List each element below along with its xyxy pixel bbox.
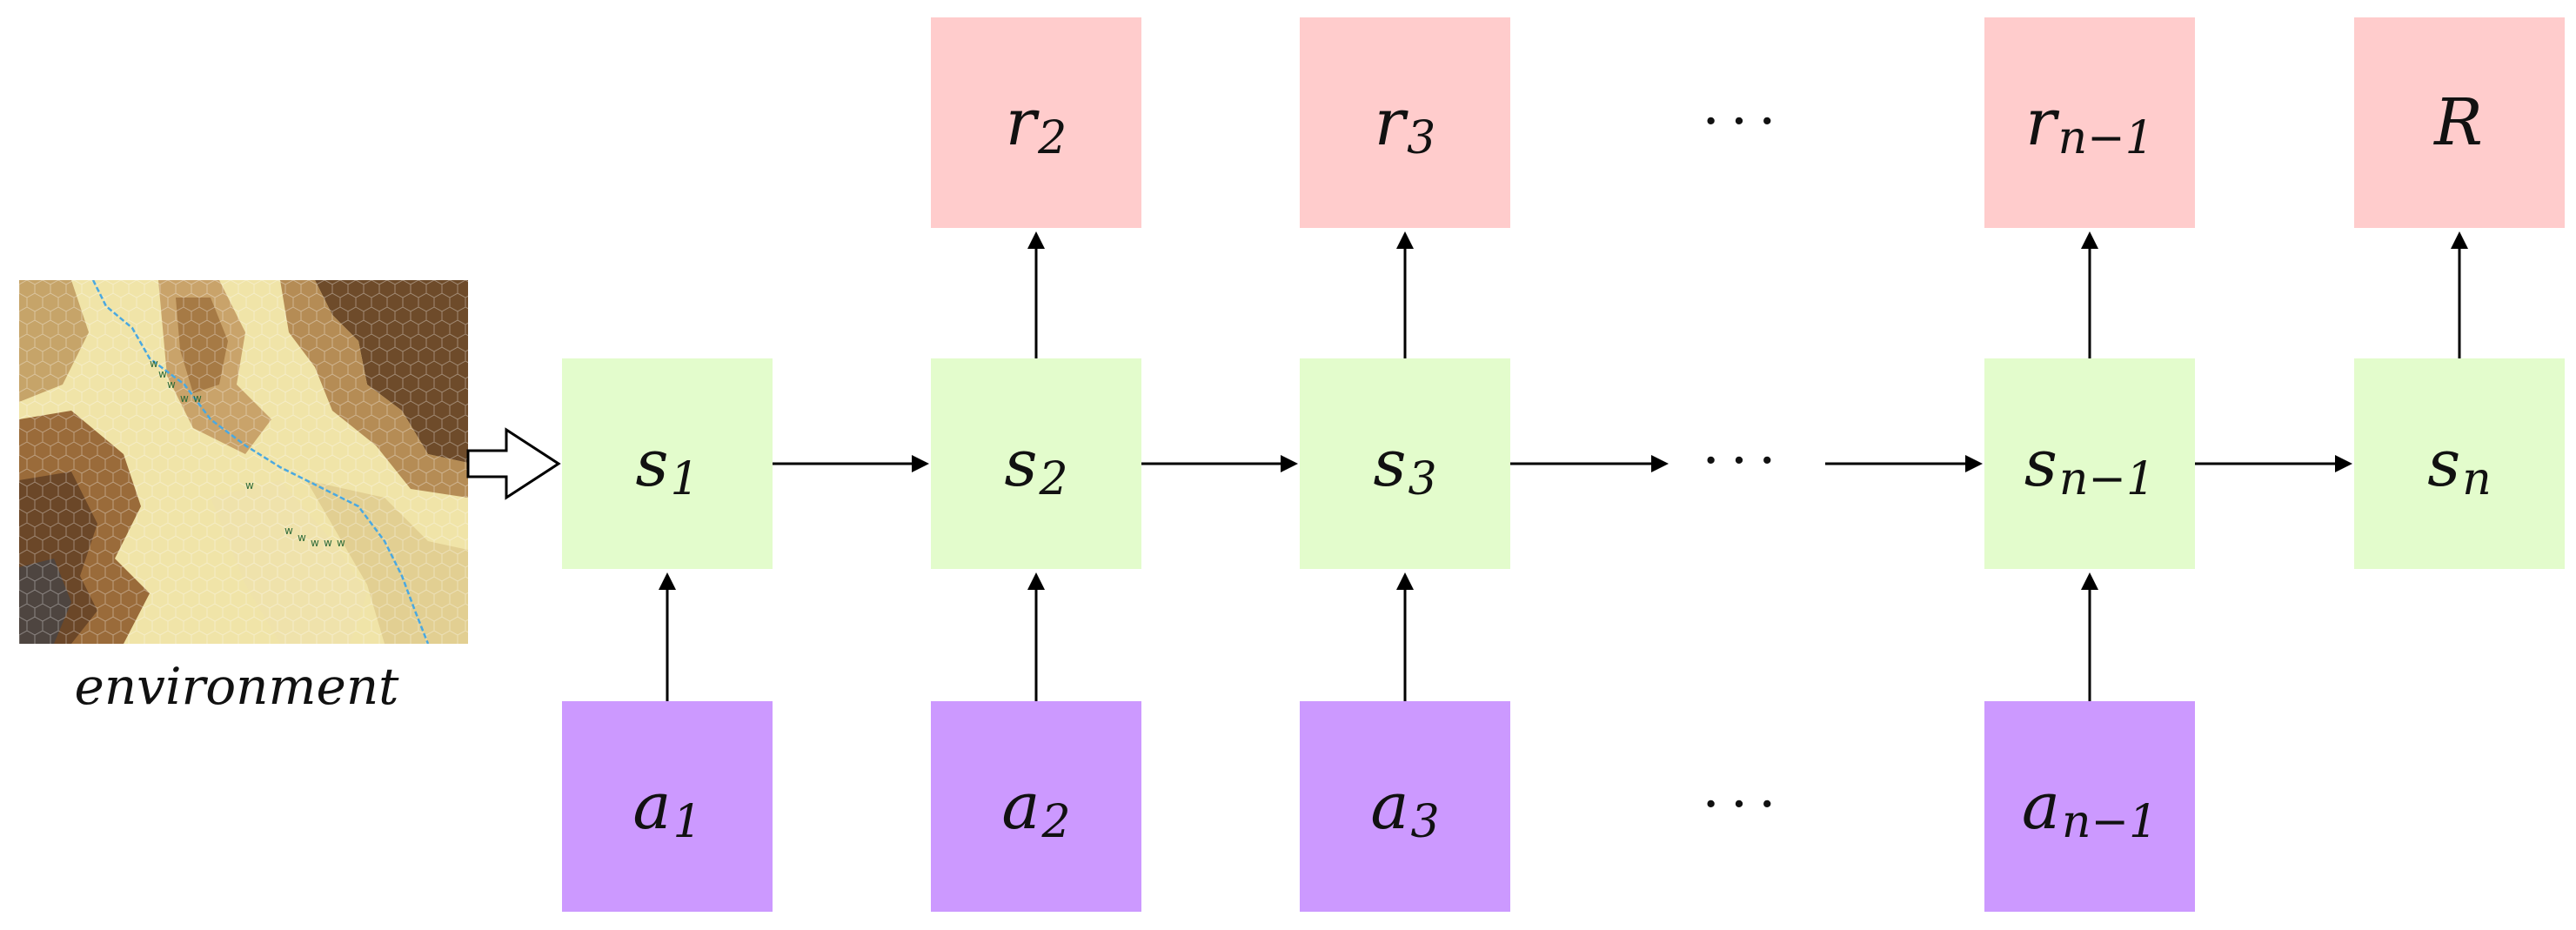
state-node-label: s bbox=[2024, 426, 2057, 501]
action-node-label: a bbox=[632, 769, 672, 844]
svg-text:ᴡ: ᴡ bbox=[150, 358, 158, 370]
action-to-state-arrow bbox=[2081, 572, 2098, 701]
transition-arrow bbox=[2195, 455, 2352, 472]
environment-input-arrow bbox=[466, 427, 561, 500]
state-to-reward-arrow bbox=[1396, 231, 1414, 358]
reward-node-R: R bbox=[2354, 17, 2565, 228]
svg-text:ᴡ: ᴡ bbox=[311, 537, 319, 549]
state-to-reward-arrow bbox=[2451, 231, 2468, 358]
action-node-label: a bbox=[2021, 769, 2060, 844]
transition-arrow bbox=[1510, 455, 1669, 472]
action-to-state-arrow bbox=[1396, 572, 1414, 701]
action-node-label: a bbox=[1370, 769, 1409, 844]
reward-node-label: r bbox=[1374, 85, 1406, 160]
svg-text:ᴡ: ᴡ bbox=[324, 537, 332, 549]
state-node-label: s bbox=[1004, 426, 1038, 501]
reward-node-label: r bbox=[1005, 85, 1037, 160]
state-to-reward-arrow bbox=[1027, 231, 1045, 358]
svg-text:ᴡ: ᴡ bbox=[158, 368, 167, 380]
svg-text:ᴡ: ᴡ bbox=[298, 532, 306, 544]
transition-arrow bbox=[1825, 455, 1983, 472]
svg-text:ᴡ: ᴡ bbox=[167, 378, 176, 391]
action-to-state-arrow bbox=[1027, 572, 1045, 701]
environment-label: environment bbox=[74, 657, 399, 716]
transition-arrow bbox=[773, 455, 929, 472]
state-node-label: s bbox=[1373, 426, 1407, 501]
ellipsis-rewards: ··· bbox=[1702, 90, 1787, 154]
svg-text:ᴡ: ᴡ bbox=[245, 479, 254, 492]
svg-text:ᴡ: ᴡ bbox=[180, 392, 189, 405]
action-node-label: a bbox=[1001, 769, 1040, 844]
state-to-reward-arrow bbox=[2081, 231, 2098, 358]
svg-text:ᴡ: ᴡ bbox=[193, 392, 202, 405]
reward-node-label: r bbox=[2025, 85, 2057, 160]
ellipsis-actions: ··· bbox=[1702, 773, 1787, 837]
reward-node-label: R bbox=[2434, 85, 2483, 160]
svg-text:ᴡ: ᴡ bbox=[284, 525, 293, 537]
svg-text:ᴡ: ᴡ bbox=[337, 537, 345, 549]
ellipsis-states: ··· bbox=[1702, 429, 1787, 493]
action-to-state-arrow bbox=[659, 572, 676, 701]
state-node-label: s bbox=[2427, 426, 2461, 501]
transition-arrow bbox=[1141, 455, 1298, 472]
state-node-label: s bbox=[635, 426, 669, 501]
